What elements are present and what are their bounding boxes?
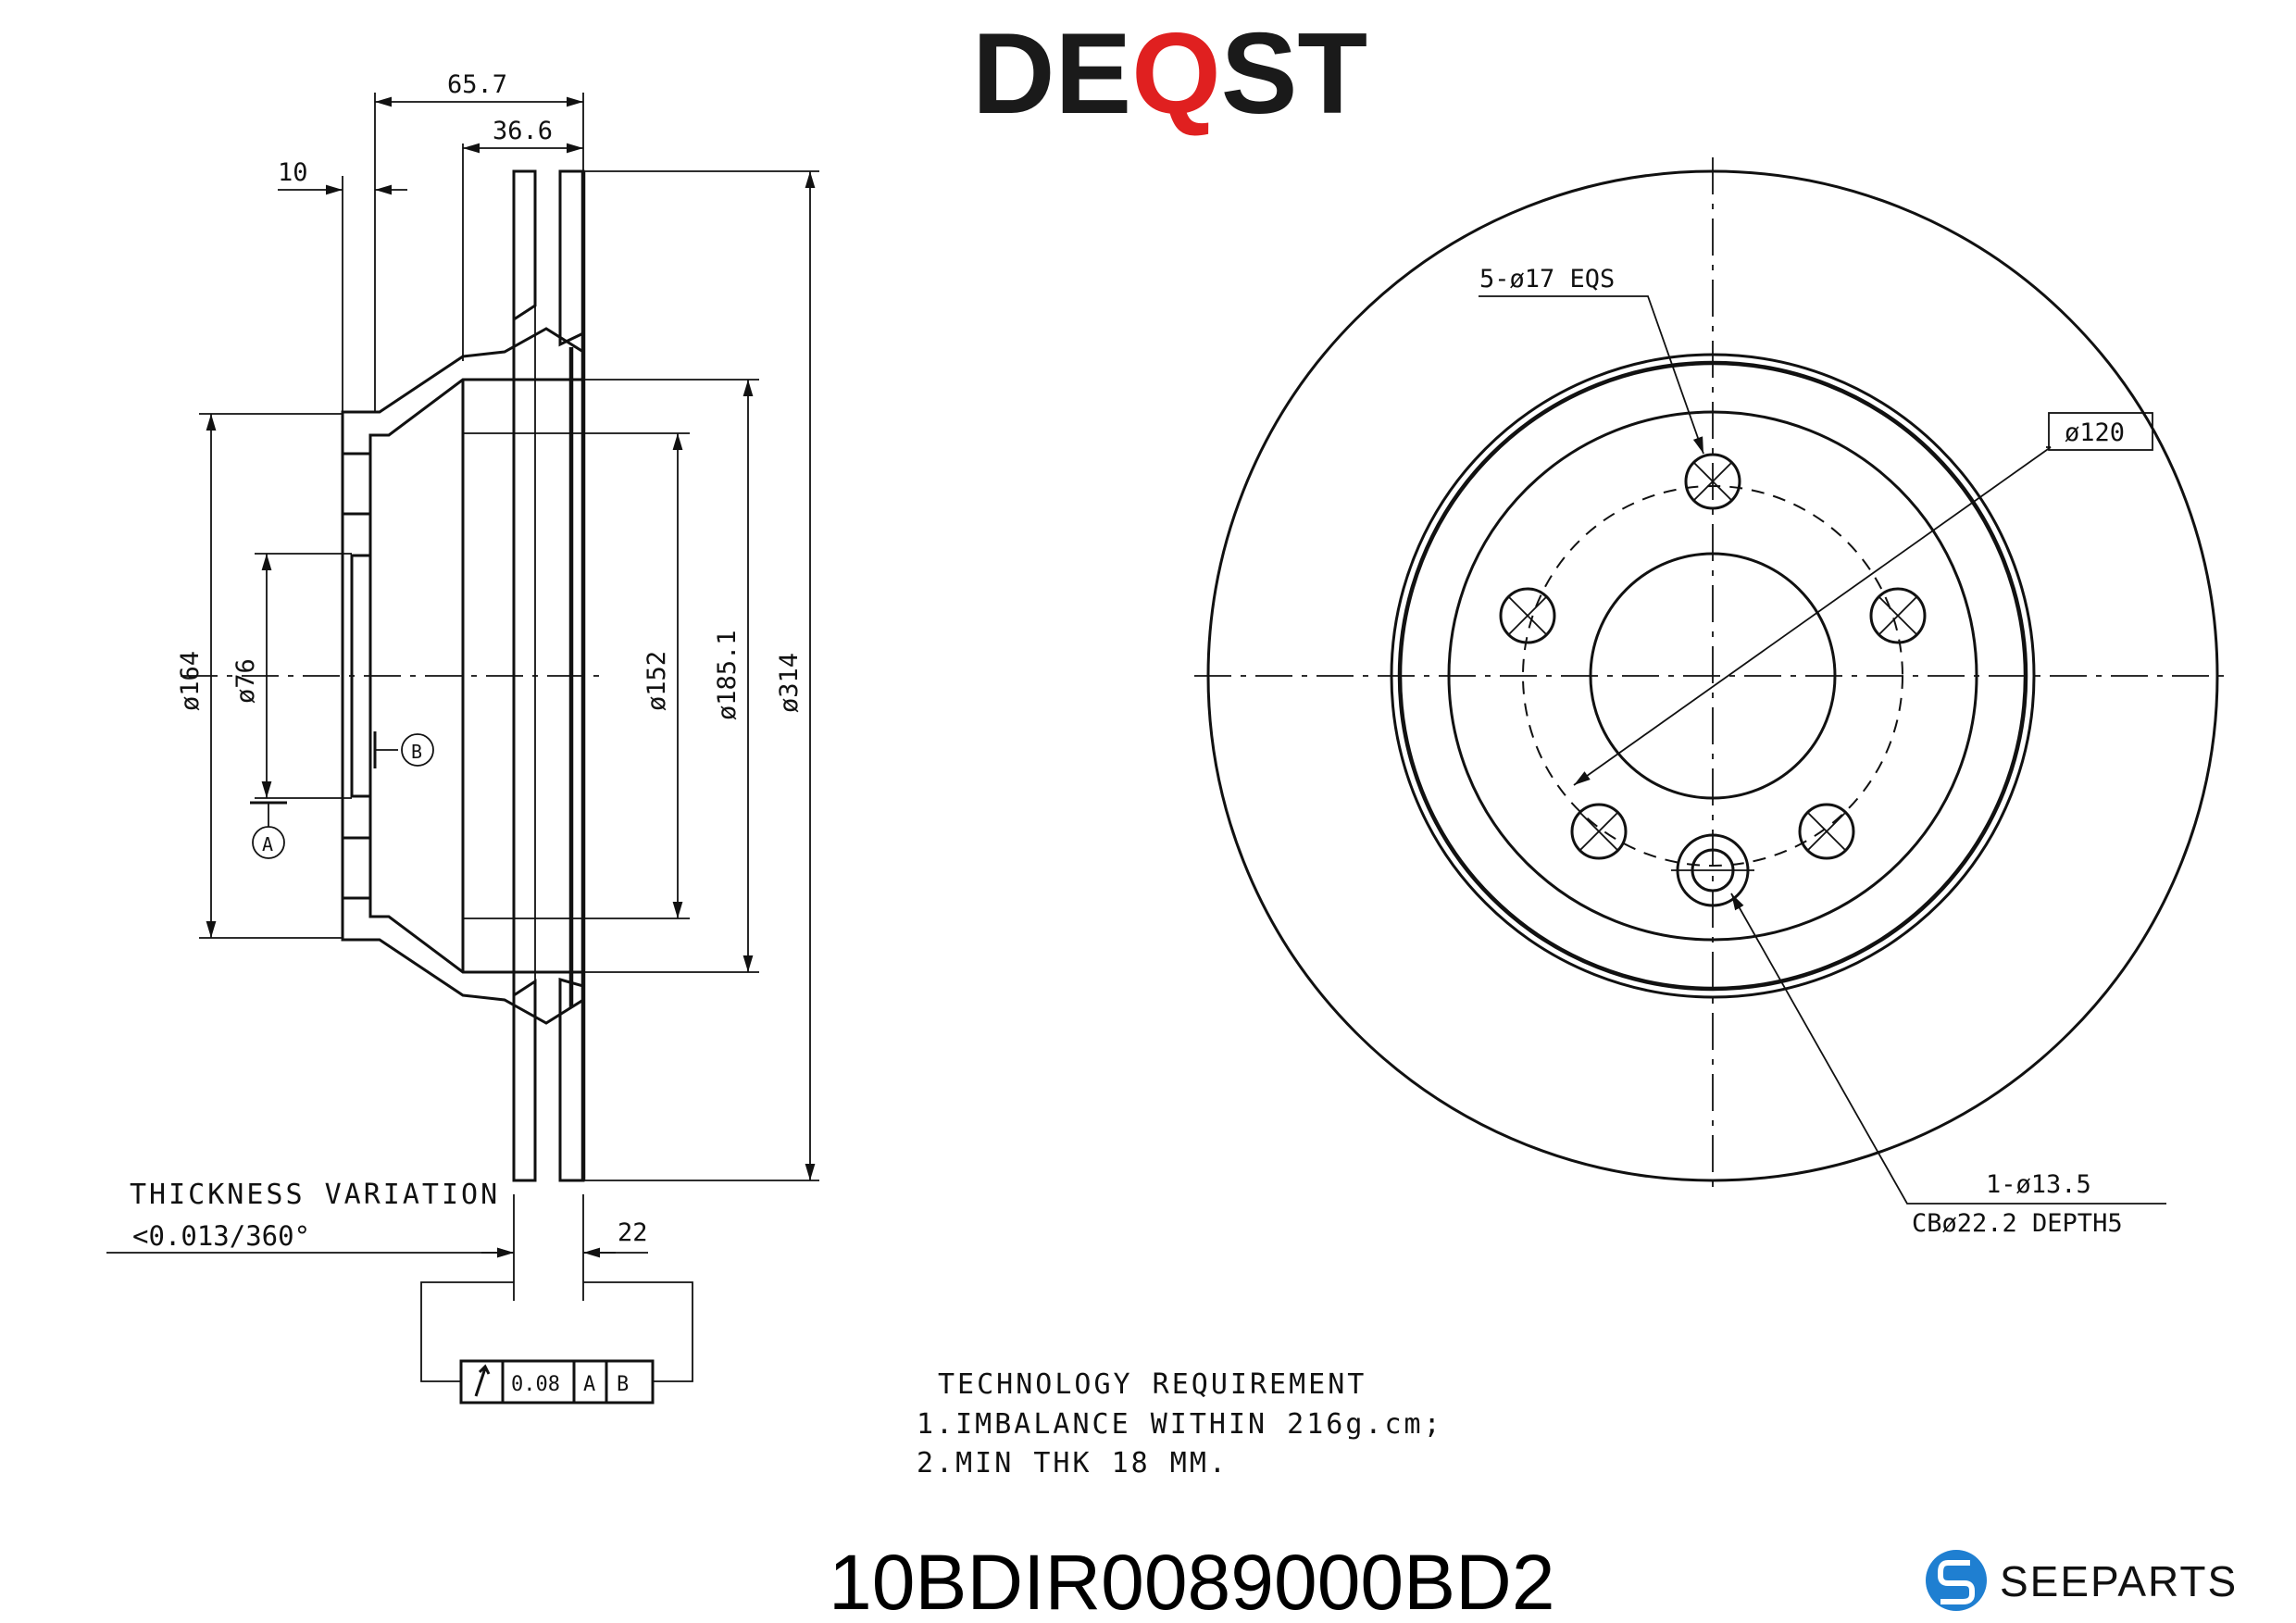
- center-bore: [1589, 552, 1837, 800]
- dia-314: ø314: [775, 653, 804, 713]
- front-view: 5-ø17 EQS ø120 1-ø13.5 CBø22.2 DEPTH5: [1194, 157, 2231, 1238]
- datum-b-bubble: [401, 733, 434, 767]
- seeparts-icon: [1926, 1550, 1987, 1611]
- outer-plate-top: [512, 169, 537, 322]
- logo-q: Q: [1131, 10, 1220, 138]
- datum-a-bubble: [252, 826, 285, 859]
- dia-164: ø164: [176, 651, 205, 711]
- dim-65-7: 65.7: [447, 70, 507, 99]
- logo-st: ST: [1221, 10, 1367, 138]
- part-number: 10BDIR0089000BD2: [829, 1539, 1555, 1623]
- dim-22: 22: [618, 1218, 648, 1247]
- locator-hole: [1671, 833, 1754, 907]
- fcf-datum-a: A: [583, 1373, 595, 1396]
- seeparts-brand: SEEPARTS: [1926, 1550, 2238, 1611]
- runout-icon: [474, 1364, 491, 1397]
- dia-152: ø152: [643, 651, 671, 711]
- datum-b-label: B: [411, 741, 422, 763]
- locator-hole-label: 1-ø13.5: [1986, 1170, 2091, 1199]
- req-line-2: 2.MIN THK 18 MM.: [917, 1447, 1229, 1479]
- dia-185-1: ø185.1: [713, 630, 742, 720]
- dim-10: 10: [278, 158, 308, 187]
- technology-requirement: TECHNOLOGY REQUIREMENT 1.IMBALANCE WITHI…: [917, 1368, 1443, 1479]
- bolt-hole: [1798, 803, 1855, 860]
- bolt-hole: [1570, 803, 1628, 860]
- svg-text:DEQST: DEQST: [972, 10, 1367, 138]
- side-section-view: 65.7 36.6 10 ø164 ø76 ø152 ø185.1 ø314 B…: [106, 70, 819, 1405]
- thickness-variation-value: <0.013/360°: [132, 1220, 310, 1252]
- pcd-box: [2048, 412, 2153, 451]
- bolt-hole: [1869, 587, 1927, 644]
- bolt-hole: [1499, 587, 1556, 644]
- deqst-logo: DEQST: [972, 10, 1367, 138]
- req-title: TECHNOLOGY REQUIREMENT: [938, 1368, 1366, 1401]
- outer-diameter-circle: [1206, 169, 2219, 1182]
- dia-76: ø76: [231, 658, 260, 704]
- inner-plate-top: [558, 169, 585, 347]
- feature-control-frame: 0.08 A B: [459, 1359, 655, 1405]
- bolt-hole: [1684, 453, 1741, 510]
- inner-plate-bottom: [558, 978, 585, 1182]
- bolt-holes-label: 5-ø17 EQS: [1479, 265, 1615, 293]
- fcf-value: 0.08: [511, 1373, 560, 1396]
- fcf-datum-b: B: [617, 1373, 629, 1396]
- pcd-label: ø120: [2065, 418, 2125, 447]
- counterbore-label: CBø22.2 DEPTH5: [1912, 1209, 2123, 1238]
- req-line-1: 1.IMBALANCE WITHIN 216g.cm;: [917, 1408, 1443, 1441]
- dim-36-6: 36.6: [493, 117, 553, 145]
- seeparts-name: SEEPARTS: [2000, 1557, 2238, 1605]
- datum-a-label: A: [262, 833, 273, 855]
- thickness-variation-title: THICKNESS VARIATION: [130, 1179, 500, 1211]
- pcd-circle: [1522, 485, 1903, 867]
- logo-de: DE: [972, 10, 1131, 138]
